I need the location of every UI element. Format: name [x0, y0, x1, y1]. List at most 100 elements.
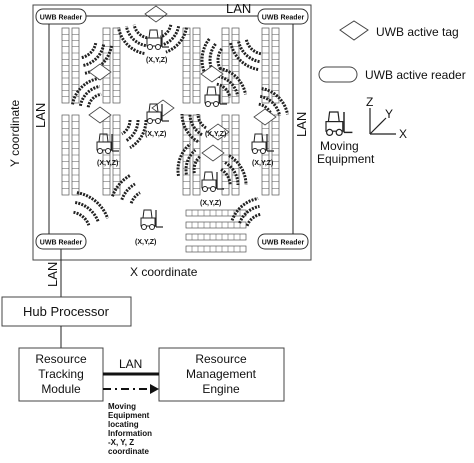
uwb-reader-bottom-left: UWB Reader [35, 233, 87, 250]
tracking-label: Module [41, 382, 81, 396]
mgmt-label: Management [186, 367, 257, 381]
tracking-label: Resource [35, 352, 87, 366]
forklift-icon [96, 133, 119, 154]
forklift-icon [204, 86, 227, 107]
shelf-rack [271, 114, 280, 196]
forklift-icon [251, 133, 274, 154]
signal-arc [259, 94, 282, 117]
signal-arc [219, 67, 247, 95]
signal-arc [258, 102, 274, 118]
signal-arc [229, 41, 259, 71]
signal-arc [224, 161, 240, 186]
forklift-icon [146, 103, 169, 124]
shelf-rack [112, 114, 121, 196]
forklift-icon [325, 111, 353, 137]
forklift-icon [146, 29, 169, 50]
signal-arc [188, 113, 203, 137]
tracking-label: Tracking [38, 367, 84, 381]
coord-label: (X,Y,Z) [252, 160, 273, 167]
info-text: -X, Y, Z [108, 438, 134, 447]
signal-arc [120, 182, 136, 201]
signal-arc [86, 92, 102, 108]
signal-arc [261, 87, 289, 115]
axis-z-label: Z [366, 95, 373, 109]
signal-arc [125, 119, 140, 143]
shelf-rack [112, 27, 121, 104]
shelf-rack [185, 233, 247, 241]
mgmt-label: Resource [195, 352, 247, 366]
shelf-rack [182, 27, 191, 104]
signal-arc [220, 168, 232, 186]
signal-arc [165, 27, 188, 54]
shelf-rack [231, 27, 240, 104]
shelf-rack [185, 245, 247, 253]
signal-arc [230, 197, 259, 221]
uwb-reader-top-left: UWB Reader [35, 8, 87, 25]
signal-arc [228, 154, 248, 186]
signal-arc [217, 74, 240, 97]
y-coordinate-label: Y coordinate [8, 100, 22, 167]
info-flow-arrow [103, 384, 159, 394]
lan-top-label: LAN [226, 1, 251, 16]
shelf-rack [192, 27, 201, 104]
shelf-rack [185, 209, 247, 217]
shelf-rack [221, 114, 230, 196]
signal-arc [176, 142, 192, 177]
signal-arc [74, 201, 100, 223]
uwb-tag [206, 123, 230, 141]
uwb-tag [88, 63, 112, 81]
hub-processor-label: Hub Processor [23, 304, 110, 319]
lan-hub-label: LAN [45, 262, 60, 287]
coord-label: (X,Y,Z) [145, 131, 166, 138]
shelf-rack [271, 27, 280, 104]
uwb-tag [88, 106, 112, 124]
coord-label: (X,Y,Z) [205, 131, 226, 138]
signal-arc [82, 44, 106, 68]
info-text: coordinate [108, 447, 149, 456]
shelf-rack [102, 27, 111, 104]
signal-arc [129, 191, 141, 204]
lan-left-label: LAN [33, 103, 48, 128]
reader-label: UWB Reader [40, 15, 83, 22]
uwb-tags [88, 5, 277, 162]
mgmt-label: Engine [202, 382, 240, 396]
shelf-rack [61, 27, 70, 104]
coord-label: (X,Y,Z) [135, 239, 156, 246]
signal-arc [244, 38, 262, 56]
lan-link-label: LAN [119, 357, 142, 371]
legend-reader-icon [318, 66, 358, 83]
warehouse-area [32, 4, 312, 261]
signal-arc [236, 40, 260, 64]
signal-arc [110, 174, 131, 197]
coord-label: (X,Y,Z) [97, 160, 118, 167]
reader-label: UWB Reader [262, 240, 305, 247]
legend-equipment-label: Equipment [317, 152, 375, 166]
shelf-rack [71, 114, 80, 196]
info-text: Moving [108, 402, 136, 411]
signal-arc [238, 204, 260, 224]
reader-label: UWB Reader [40, 240, 83, 247]
signal-arc [78, 84, 101, 107]
signal-arc [117, 27, 145, 55]
coord-label: (X,Y,Z) [200, 200, 221, 207]
xyz-axes-icon [369, 108, 396, 135]
lan-right-label: LAN [294, 112, 309, 137]
signal-arc [162, 25, 181, 47]
uwb-tag [201, 144, 225, 162]
legend-tag-icon [339, 20, 369, 41]
shelf-rack [102, 114, 111, 196]
info-text: Equipment [108, 411, 150, 420]
forklifts [96, 29, 274, 230]
signal-arc [73, 210, 91, 226]
signal-arc [245, 212, 262, 227]
signal-arc [76, 191, 110, 219]
legend-reader-label: UWB active reader [365, 68, 466, 82]
signal-arc [132, 24, 148, 40]
shelf-rack [185, 221, 247, 229]
uwb-tag [200, 65, 224, 83]
info-text: locating [108, 420, 139, 429]
shelf-rack [261, 114, 270, 196]
forklift-icon [201, 171, 224, 192]
signal-arc [159, 24, 173, 39]
